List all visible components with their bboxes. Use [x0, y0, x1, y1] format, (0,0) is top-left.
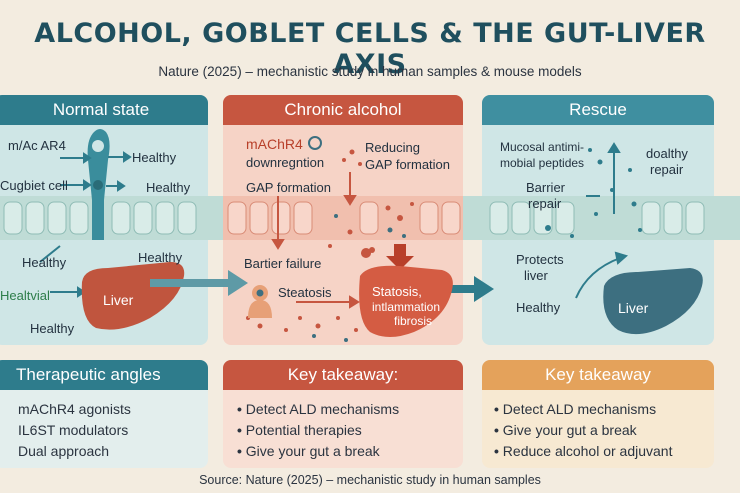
list-item: Reduce alcohol or adjuvant	[494, 441, 714, 462]
label-liver-fibrosis: fibrosis	[394, 314, 433, 328]
panel-rescue-heading: Rescue	[482, 95, 714, 125]
chronic-particles	[246, 149, 414, 332]
list-item: Detect ALD mechanisms	[494, 399, 714, 420]
list-item: Give your gut a break	[494, 420, 714, 441]
label-downregulation: downregntion	[246, 155, 325, 170]
list-item: Give your gut a break	[237, 441, 463, 462]
list-item: mAChR4 agonists	[18, 401, 131, 417]
panel-key-takeaway-1: Key takeaway: Detect ALD mechanisms Pote…	[223, 360, 463, 468]
label-healthy-4: Healthy	[138, 250, 183, 265]
therapeutic-list: mAChR4 agonists IL6ST modulators Dual ap…	[0, 390, 208, 462]
panel-therapeutic-angles: Therapeutic angles mAChR4 agonists IL6ST…	[0, 360, 208, 468]
steatosis-cell-icon	[248, 285, 272, 318]
therapeutic-heading: Therapeutic angles	[0, 360, 208, 390]
label-mucosal-1: Mucosal antimi-	[500, 140, 585, 154]
label-liver-healthy: Liver	[618, 300, 649, 316]
label-machr4: mAChR4	[246, 136, 303, 152]
panel-key-takeaway-2: Key takeaway Detect ALD mechanisms Give …	[482, 360, 714, 468]
label-healthy-1: Healthy	[132, 150, 177, 165]
goblet-cell-icon	[87, 129, 110, 240]
label-liver-normal: Liver	[103, 292, 134, 308]
label-healthy-repair-1: doalthy	[646, 146, 688, 161]
label-steatosis: Steatosis	[278, 285, 332, 300]
label-healthvial: Healtvial	[0, 288, 50, 303]
label-liver-statosis: Statosis,	[372, 284, 422, 299]
label-goblet-cell: Cugbiet cell	[0, 178, 68, 193]
label-protects-liver-2: liver	[524, 268, 548, 283]
label-gap-formation-top: GAP formation	[365, 157, 451, 172]
liver-normal-icon	[81, 262, 185, 330]
rescue-arrows	[575, 142, 629, 299]
chronic-droplet-icon	[361, 248, 371, 258]
liver-inflamed-icon	[359, 265, 453, 337]
label-healthy-5: Healthy	[30, 321, 75, 336]
key2-list: Detect ALD mechanisms Give your gut a br…	[482, 390, 714, 462]
key2-heading: Key takeaway	[482, 360, 714, 390]
label-barrier-repair-1: Barrier	[526, 180, 566, 195]
label-healthy-repair-2: repair	[650, 162, 684, 177]
list-item: Detect ALD mechanisms	[237, 399, 463, 420]
key1-list: Detect ALD mechanisms Potential therapie…	[223, 390, 463, 462]
label-mucosal-2: mobial peptides	[500, 156, 585, 170]
label-barrier-failure: Bartier failure	[244, 256, 322, 271]
page-title: ALCOHOL, GOBLET CELLS & THE GUT-LIVER AX…	[34, 18, 706, 80]
label-liver-inflammation: intlammation	[372, 300, 441, 314]
page-subtitle: Nature (2025) – mechanistic study in hum…	[158, 64, 582, 79]
label-barrier-repair-2: repair	[528, 196, 562, 211]
label-protects-liver-1: Protects	[516, 252, 564, 267]
list-item: Dual approach	[18, 443, 110, 459]
label-healthy-3: Healthy	[22, 255, 67, 270]
liver-healthy-icon	[603, 268, 703, 335]
source-footer: Source: Nature (2025) – mechanistic stud…	[199, 473, 541, 487]
rescue-particles	[545, 148, 642, 238]
label-healthy-rescue: Healthy	[516, 300, 561, 315]
panel-chronic-heading: Chronic alcohol	[223, 95, 463, 125]
label-healthy-2: Healthy	[146, 180, 191, 195]
panel-normal-heading: Normal state	[0, 95, 208, 125]
chronic-particles-teal	[312, 214, 406, 342]
normal-arrows	[39, 151, 132, 298]
key1-heading: Key takeaway:	[223, 360, 463, 390]
label-gap-formation: GAP formation	[246, 180, 332, 195]
list-item: IL6ST modulators	[18, 422, 129, 438]
epithelium-band	[0, 196, 740, 240]
label-reducing: Reducing	[365, 140, 420, 155]
label-receptor: m/Ac AR4	[8, 138, 66, 153]
list-item: Potential therapies	[237, 420, 463, 441]
chronic-arrows	[271, 172, 360, 309]
red-down-arrow-icon	[386, 244, 414, 270]
receptor-icon	[308, 136, 322, 150]
